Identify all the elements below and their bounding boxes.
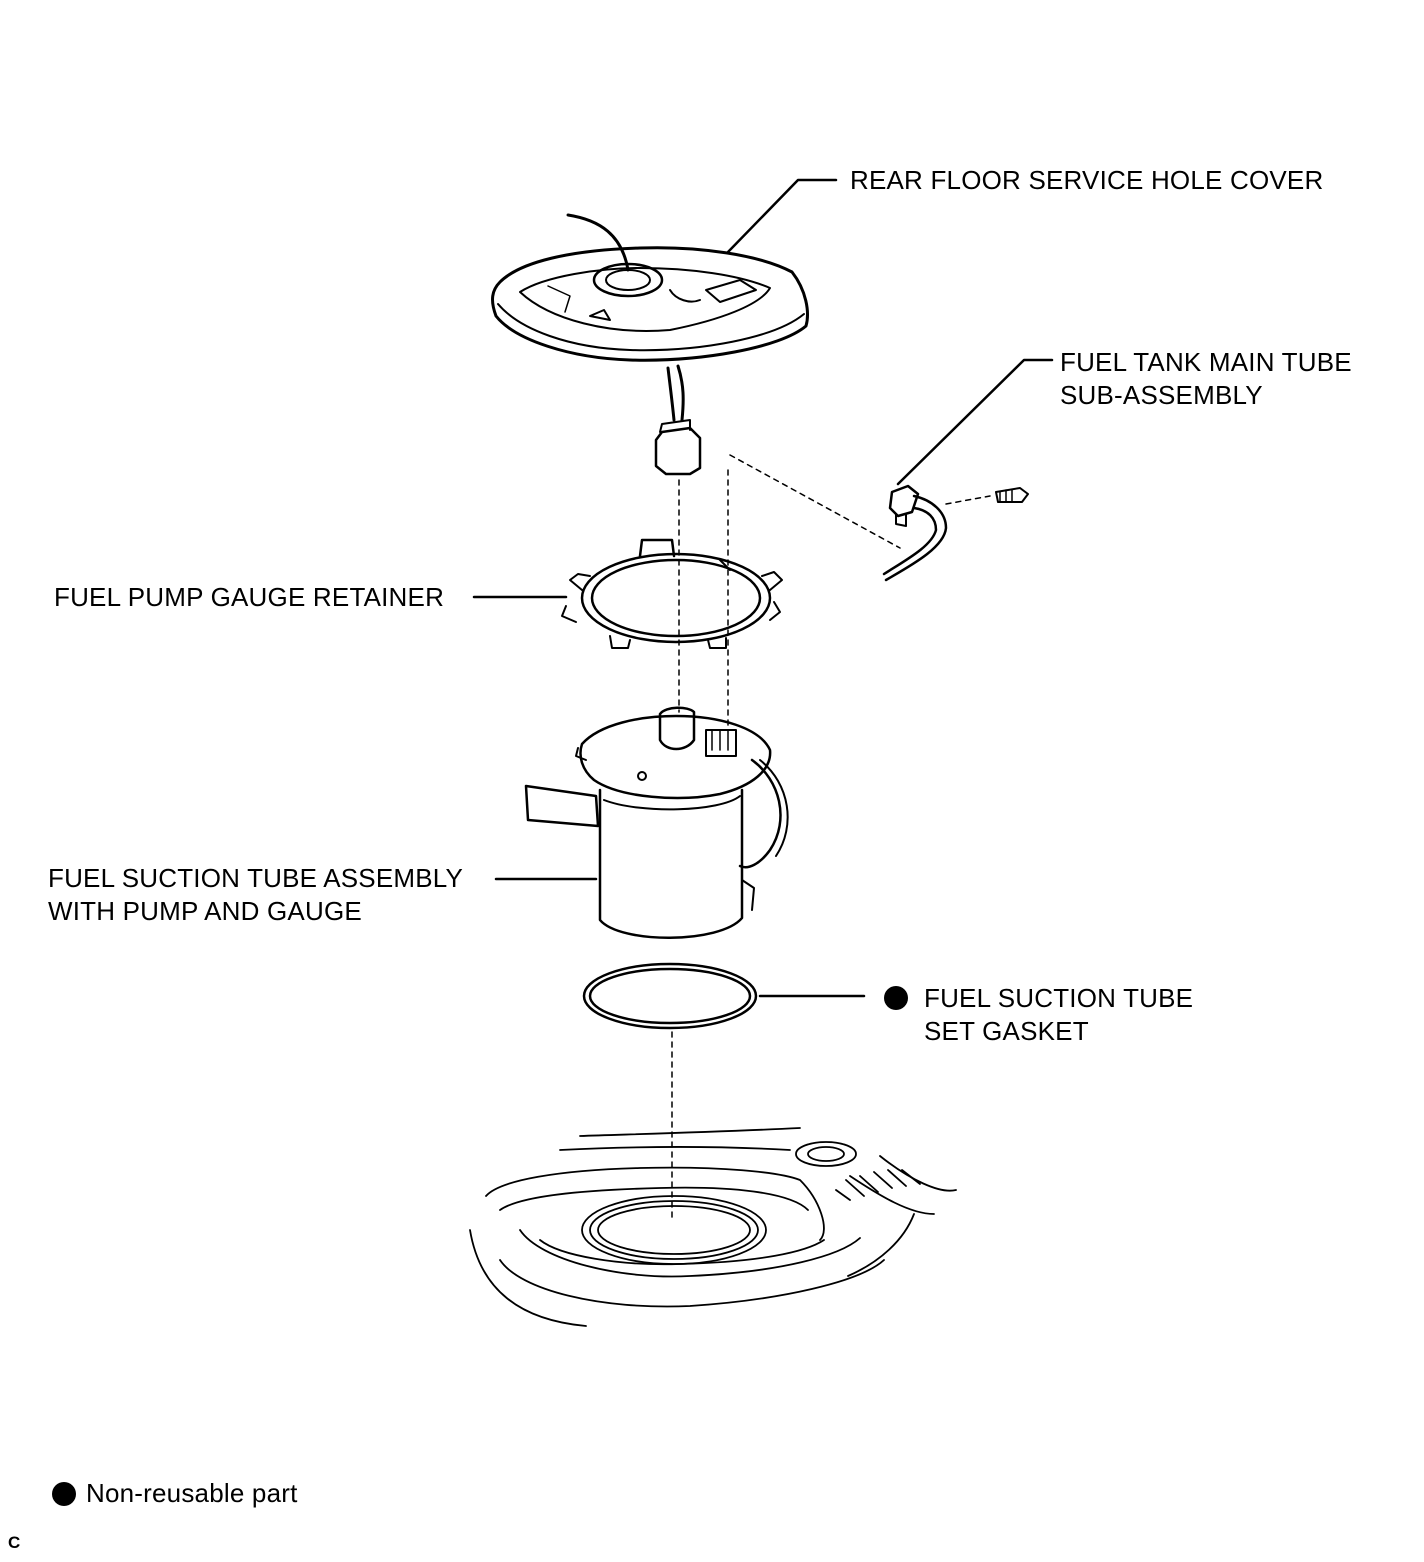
main-tube-label-line2: SUB-ASSEMBLY — [1060, 380, 1263, 410]
gasket-label-line1: FUEL SUCTION TUBE — [924, 983, 1194, 1013]
service-hole-cover-label: REAR FLOOR SERVICE HOLE COVER — [850, 165, 1324, 195]
retainer-part — [561, 538, 783, 649]
non-reusable-marker-icon — [884, 986, 908, 1010]
suction-tube-label-line1: FUEL SUCTION TUBE ASSEMBLY — [48, 863, 464, 893]
gasket-label-line2: SET GASKET — [924, 1016, 1089, 1046]
legend-marker-icon — [52, 1482, 76, 1506]
main-tube-label-line1: FUEL TANK MAIN TUBE — [1060, 347, 1352, 377]
figure-code: C — [8, 1533, 21, 1552]
legend-text: Non-reusable part — [86, 1478, 298, 1508]
fuel-tank-outline — [469, 1127, 957, 1327]
suction-tube-part — [524, 706, 789, 939]
suction-tube-label-line2: WITH PUMP AND GAUGE — [48, 896, 362, 926]
main-tube-part — [882, 484, 1029, 582]
gasket-part — [582, 962, 758, 1030]
retainer-label: FUEL PUMP GAUGE RETAINER — [54, 582, 445, 612]
service-hole-cover-part — [491, 213, 809, 476]
